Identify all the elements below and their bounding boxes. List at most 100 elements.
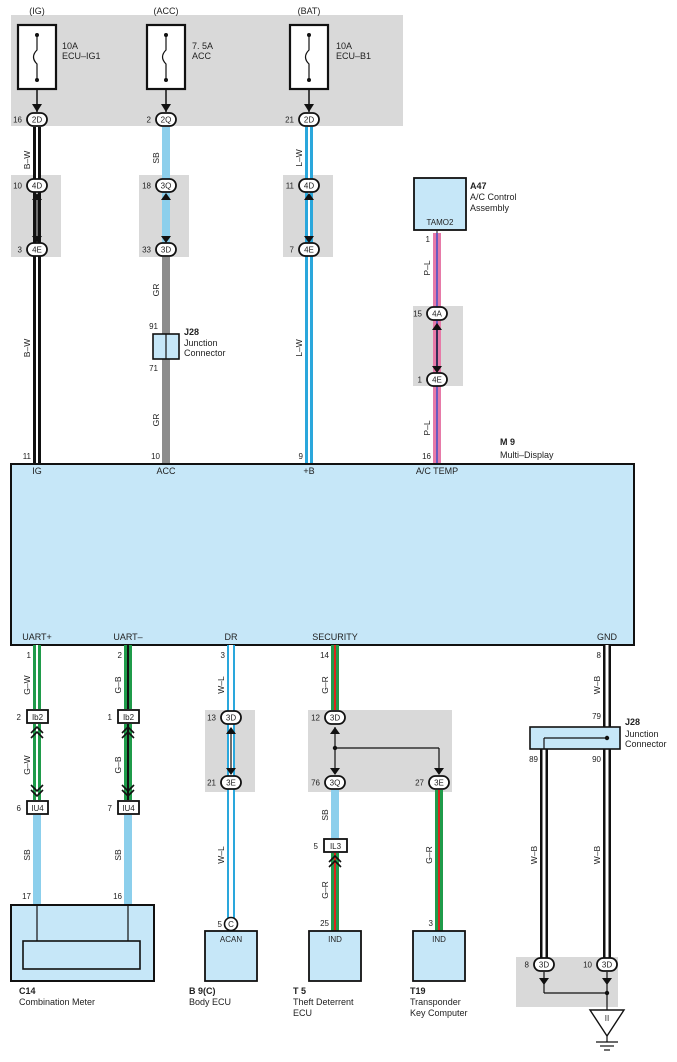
svg-text:IG: IG [32,466,42,476]
svg-text:2Q: 2Q [161,116,172,125]
svg-text:5: 5 [218,920,223,929]
fuse-ig-source: (IG) [29,6,45,16]
svg-text:1: 1 [27,651,32,660]
svg-text:27: 27 [415,779,424,788]
wire-label: SB [113,849,123,861]
junction-acc: 3Q 18 3D 33 [142,178,177,257]
wire-acc [162,127,170,464]
svg-text:3E: 3E [226,779,236,788]
fuse-ig: (IG) 10A ECU–IG1 [16,6,101,91]
wire-label: SB [151,152,161,164]
wire-label: B–W [22,339,32,357]
svg-text:T 5: T 5 [293,986,306,996]
svg-text:4A: 4A [432,310,442,319]
svg-text:12: 12 [311,714,320,723]
svg-text:11: 11 [286,182,295,191]
svg-text:3D: 3D [539,961,549,970]
svg-text:11: 11 [23,452,32,461]
fuse-bat-source: (BAT) [298,6,321,16]
wire-ground [540,645,611,958]
svg-text:6: 6 [17,804,22,813]
svg-text:33: 33 [142,246,151,255]
svg-text:3Q: 3Q [330,779,341,788]
junction-security: 3D 12 3Q 76 3E 27 [311,710,450,790]
svg-text:IL3: IL3 [330,842,342,851]
svg-text:89: 89 [529,755,538,764]
combination-meter: 17 16 C14 Combination Meter [10,892,155,1007]
svg-text:1: 1 [418,376,423,385]
svg-text:15: 15 [413,310,422,319]
svg-text:8: 8 [597,651,602,660]
svg-text:3E: 3E [434,779,444,788]
wire-label: L–W [294,149,304,166]
svg-text:+B: +B [303,466,314,476]
wire-label: G–R [320,676,330,693]
svg-text:Body ECU: Body ECU [189,997,231,1007]
svg-text:79: 79 [592,712,601,721]
svg-text:4D: 4D [32,182,42,191]
svg-text:A/C TEMP: A/C TEMP [416,466,458,476]
fuse-ig-name: ECU–IG1 [62,51,101,61]
fuse-bat-name: ECU–B1 [336,51,371,61]
wire-bat [305,127,313,464]
connector-2q-acc: 2Q 2 [147,112,177,127]
svg-text:B 9(C): B 9(C) [189,986,216,996]
svg-text:T19: T19 [410,986,426,996]
wire-security [331,645,443,931]
svg-text:J28: J28 [184,327,199,337]
wire-label: G–W [22,755,32,774]
svg-text:UART+: UART+ [22,632,52,642]
svg-text:3D: 3D [161,246,171,255]
junction-ig: 4D 10 4E 3 [13,178,48,257]
wire-label: L–W [294,339,304,356]
wire-label: G–W [22,675,32,694]
svg-text:76: 76 [311,779,320,788]
svg-text:4D: 4D [304,182,314,191]
svg-text:16: 16 [422,452,431,461]
ground-symbol-icon: II [588,1009,626,1051]
svg-text:2D: 2D [304,116,314,125]
svg-text:ACAN: ACAN [220,935,242,944]
svg-text:A/C Control: A/C Control [470,192,517,202]
wire-label: G–B [113,676,123,693]
wire-label: G–B [113,756,123,773]
svg-text:A47: A47 [470,181,487,191]
wire-label: W–B [592,845,602,864]
wire-uart-plus [33,645,41,905]
wire-label: W–L [216,676,226,694]
wire-label: W–L [216,846,226,864]
svg-text:Assembly: Assembly [470,203,510,213]
fuse-bat-rating: 10A [336,41,352,51]
svg-text:GND: GND [597,632,618,642]
ac-control-assembly: TAMO2 1 A47 A/C Control Assembly [413,177,517,244]
fuse-acc-name: ACC [192,51,212,61]
svg-text:7: 7 [290,246,295,255]
svg-text:16: 16 [113,892,122,901]
wire-label: SB [22,849,32,861]
svg-text:3D: 3D [602,961,612,970]
svg-text:1: 1 [108,713,113,722]
svg-text:3: 3 [18,246,23,255]
junction-name: Junction [625,729,659,739]
connector-2d-ig: 2D 16 [13,112,48,127]
wire-label: P–L [422,260,432,275]
svg-text:II: II [605,1014,609,1023]
svg-text:IND: IND [432,935,446,944]
fuse-acc-source: (ACC) [154,6,179,16]
wire-label: W–B [592,675,602,694]
multi-display: M 9 Multi–Display IG ACC +B A/C TEMP 11 … [10,437,635,646]
svg-text:3: 3 [221,651,226,660]
svg-text:SECURITY: SECURITY [312,632,358,642]
svg-text:Ib2: Ib2 [32,713,44,722]
svg-text:3D: 3D [226,714,236,723]
svg-text:10: 10 [13,182,22,191]
junction-connector-j28-top: 91 71 J28 Junction Connector [149,322,225,373]
junction-connector-j28-bottom: 79 89 90 J28 Junction Connector [529,712,666,764]
svg-text:Theft Deterrent: Theft Deterrent [293,997,354,1007]
svg-text:Combination Meter: Combination Meter [19,997,95,1007]
svg-text:5: 5 [314,842,319,851]
svg-text:M 9: M 9 [500,437,515,447]
svg-text:Key Computer: Key Computer [410,1008,468,1018]
svg-text:7: 7 [108,804,113,813]
